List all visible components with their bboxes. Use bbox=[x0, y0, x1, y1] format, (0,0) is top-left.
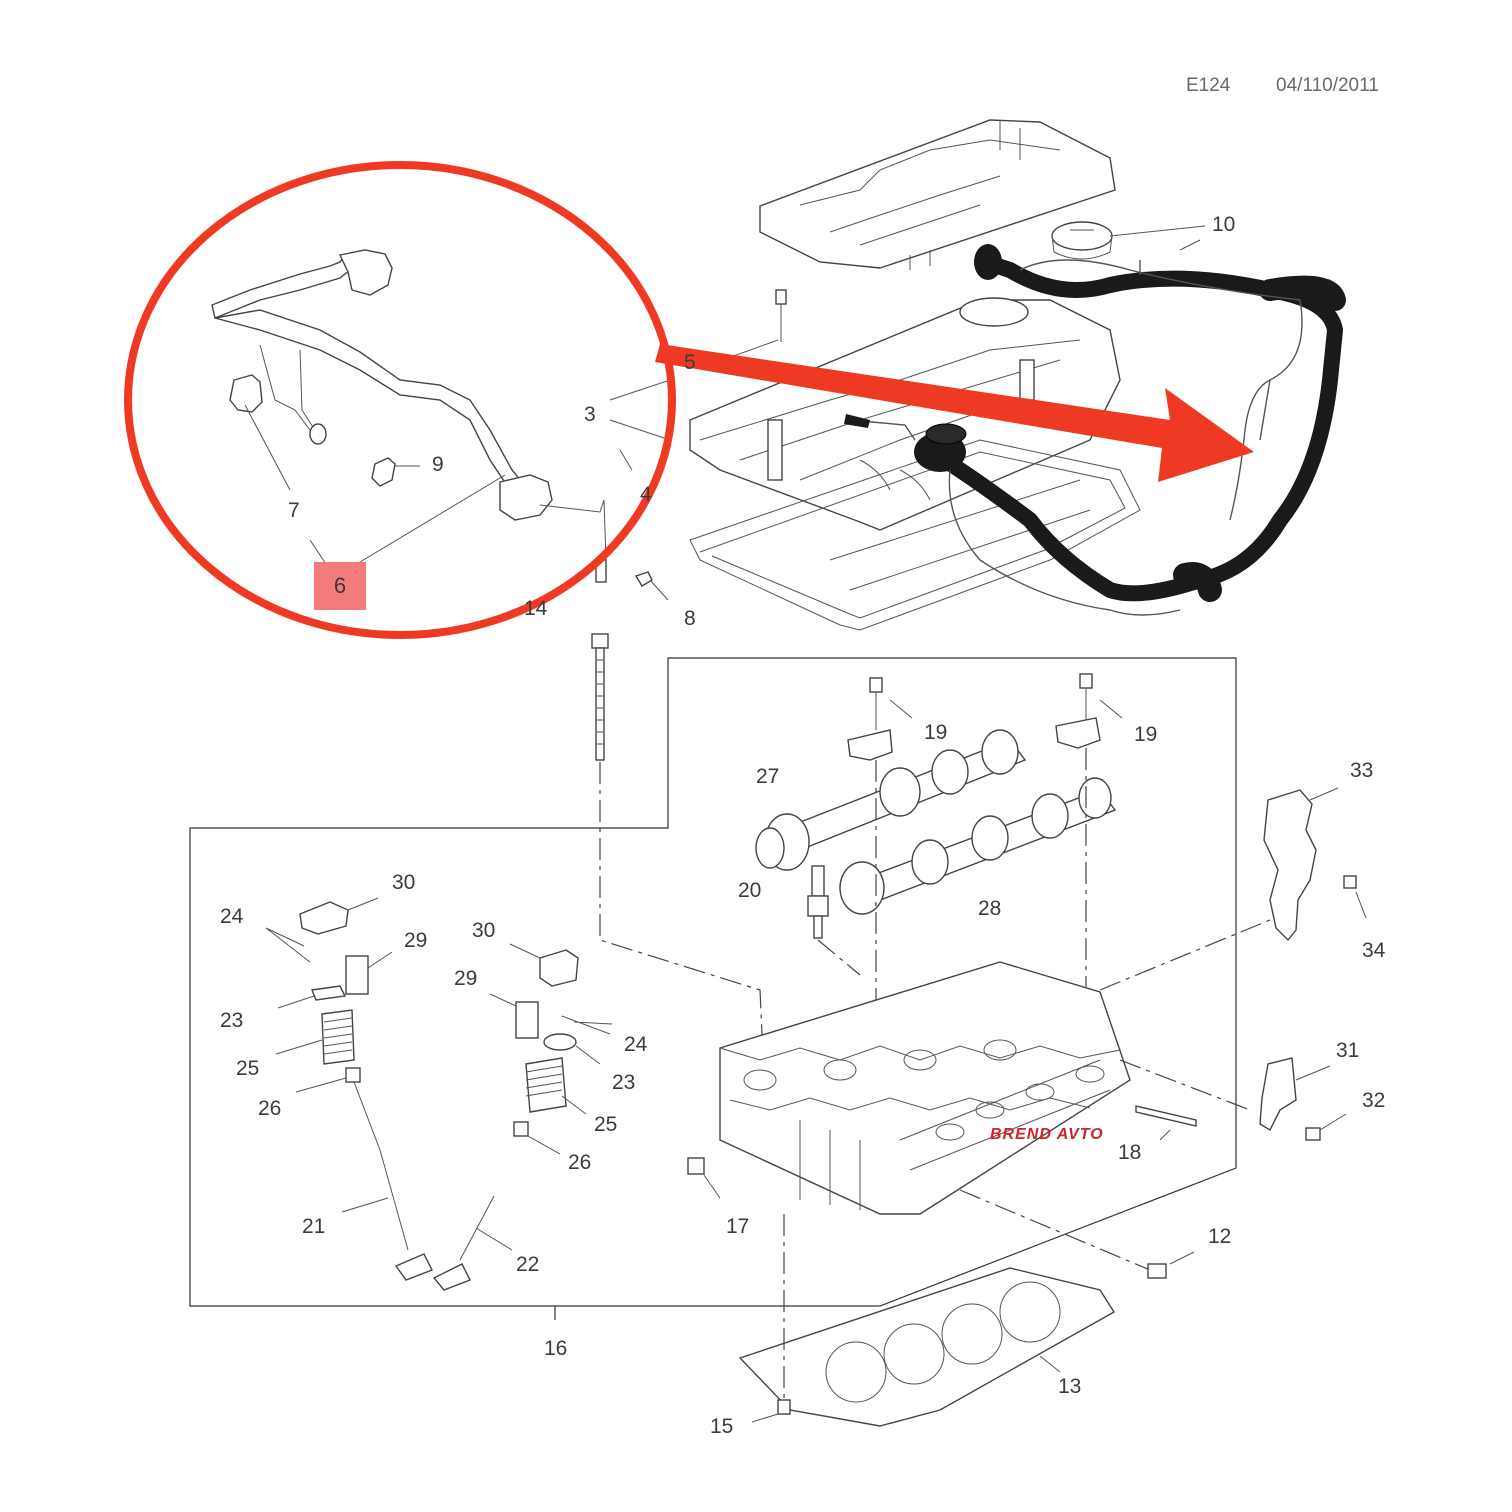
callout-14: 14 bbox=[524, 597, 548, 620]
callout-21: 21 bbox=[302, 1215, 326, 1238]
highlight-ellipse bbox=[124, 161, 676, 639]
bracket-31 bbox=[1259, 1057, 1347, 1141]
callout-6-highlighted: 6 bbox=[314, 562, 366, 610]
callout-17: 17 bbox=[726, 1215, 750, 1238]
camshafts bbox=[755, 729, 1117, 915]
oil-filler-cap bbox=[1051, 221, 1113, 260]
callout-29-left: 29 bbox=[404, 929, 428, 952]
upper-leaders bbox=[244, 225, 1206, 601]
callout-30-right: 30 bbox=[472, 919, 496, 942]
callout-26-right: 26 bbox=[568, 1151, 592, 1174]
callout-25-left: 25 bbox=[236, 1057, 260, 1080]
callout-8: 8 bbox=[684, 607, 696, 630]
callout-7: 7 bbox=[288, 499, 300, 522]
head-gasket bbox=[738, 1267, 1115, 1427]
callout-24-right: 24 bbox=[624, 1033, 648, 1056]
bracket-33 bbox=[1263, 787, 1367, 942]
valve-train-left bbox=[265, 897, 433, 1281]
plug-12 bbox=[1147, 1251, 1195, 1279]
callout-23-left: 23 bbox=[220, 1009, 244, 1032]
stud-18 bbox=[1135, 1105, 1197, 1141]
breather-hose-assembly bbox=[844, 244, 1346, 616]
callout-32: 32 bbox=[1362, 1089, 1386, 1112]
callout-9: 9 bbox=[432, 453, 444, 476]
diagram-code: E124 bbox=[1186, 75, 1231, 96]
callout-3: 3 bbox=[584, 403, 596, 426]
diagram-date: 04/110/2011 bbox=[1276, 75, 1379, 96]
callout-27: 27 bbox=[756, 765, 780, 788]
nut-17 bbox=[687, 1157, 721, 1199]
callout-28: 28 bbox=[978, 897, 1002, 920]
dowel-15 bbox=[751, 1214, 791, 1423]
watermark-logo: BREND AVTO bbox=[990, 1126, 1104, 1143]
callout-12: 12 bbox=[1208, 1225, 1232, 1248]
callout-24-left: 24 bbox=[220, 905, 244, 928]
callout-18: 18 bbox=[1118, 1141, 1142, 1164]
callout-19-left: 19 bbox=[924, 721, 948, 744]
callout-19-right: 19 bbox=[1134, 723, 1158, 746]
callout-13: 13 bbox=[1058, 1375, 1082, 1398]
callout-29-right: 29 bbox=[454, 967, 478, 990]
head-bolt bbox=[591, 633, 766, 1101]
callout-34: 34 bbox=[1362, 939, 1386, 962]
callout-20: 20 bbox=[738, 879, 762, 902]
cam-cover bbox=[689, 297, 1121, 531]
callout-30-left: 30 bbox=[392, 871, 416, 894]
callout-16: 16 bbox=[544, 1337, 568, 1360]
callout-31: 31 bbox=[1336, 1039, 1360, 1062]
engine-cover bbox=[759, 119, 1116, 270]
cam-cover-gasket bbox=[689, 439, 1141, 631]
callout-10: 10 bbox=[1212, 213, 1236, 236]
callout-15: 15 bbox=[710, 1415, 734, 1438]
callout-22: 22 bbox=[516, 1253, 540, 1276]
cover-bolt bbox=[775, 289, 787, 342]
cylinder-head bbox=[719, 919, 1271, 1271]
arrow-right-icon bbox=[655, 344, 1254, 482]
callout-23-right: 23 bbox=[612, 1071, 636, 1094]
cam-caps bbox=[847, 673, 1123, 1020]
kit-frame bbox=[189, 657, 1237, 1307]
clip-8 bbox=[634, 571, 653, 587]
callout-5: 5 bbox=[684, 351, 696, 374]
callout-25-right: 25 bbox=[594, 1113, 618, 1136]
callout-26-left: 26 bbox=[258, 1097, 282, 1120]
callout-4: 4 bbox=[640, 483, 652, 506]
hose-line-drawing bbox=[211, 249, 607, 583]
callout-33: 33 bbox=[1350, 759, 1374, 782]
spark-plug bbox=[807, 865, 861, 976]
valve-train-right bbox=[432, 943, 613, 1291]
